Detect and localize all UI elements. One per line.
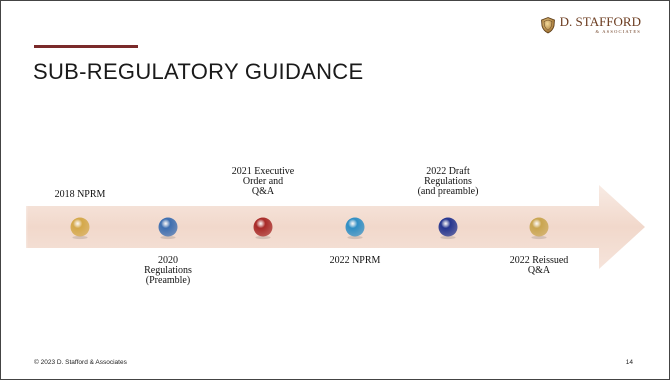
timeline-arrow-fade xyxy=(21,181,111,271)
timeline-dot-shadow-2022-draft-regulations xyxy=(440,235,456,240)
timeline-dot-2018-nprm xyxy=(70,217,90,237)
timeline-dot-shadow-2018-nprm xyxy=(72,235,88,240)
timeline-dot-2021-executive-order xyxy=(253,217,273,237)
logo-subtitle: & ASSOCIATES xyxy=(595,29,641,34)
title-accent-bar xyxy=(34,45,138,48)
timeline-label-2022-reissued-qa: 2022 Reissued Q&A xyxy=(509,255,569,276)
slide-title: SUB-REGULATORY GUIDANCE xyxy=(33,59,364,84)
timeline-dot-2022-reissued-qa xyxy=(529,217,549,237)
timeline-label-2022-nprm: 2022 NPRM xyxy=(329,255,381,266)
timeline-label-2022-draft-regulations: 2022 Draft Regulations (and preamble) xyxy=(417,166,479,197)
timeline-dot-2022-draft-regulations xyxy=(438,217,458,237)
timeline-dot-shadow-2021-executive-order xyxy=(255,235,271,240)
timeline-label-2018-nprm: 2018 NPRM xyxy=(54,189,106,200)
page-number: 14 xyxy=(625,359,633,366)
timeline-label-2020-regulations: 2020 Regulations (Preamble) xyxy=(144,255,192,286)
timeline-arrow-shape xyxy=(26,185,645,269)
company-logo: D. STAFFORD & ASSOCIATES xyxy=(539,15,641,34)
logo-name: D. STAFFORD xyxy=(559,14,641,29)
timeline-dot-shadow-2020-regulations xyxy=(160,235,176,240)
timeline-dots xyxy=(70,217,549,240)
timeline-dot-2022-nprm xyxy=(345,217,365,237)
timeline-dot-shadow-2022-reissued-qa xyxy=(531,235,547,240)
timeline-dot-shadow-2022-nprm xyxy=(347,235,363,240)
timeline-dot-2020-regulations xyxy=(158,217,178,237)
footer-copyright: © 2023 D. Stafford & Associates xyxy=(34,359,127,366)
timeline-label-2021-executive-order: 2021 Executive Order and Q&A xyxy=(231,166,295,197)
shield-logo-icon xyxy=(540,16,555,33)
